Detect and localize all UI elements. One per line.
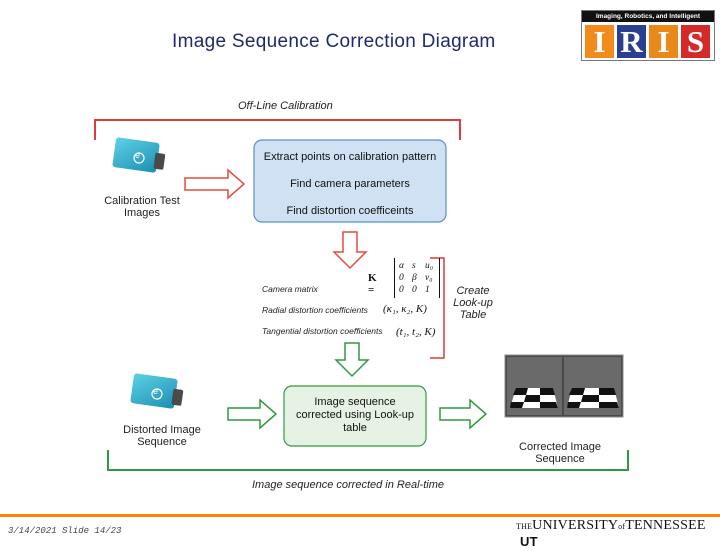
radial-equation: (κ₁, κ₂, K): [383, 303, 427, 315]
logo-letter-i: I: [585, 25, 614, 58]
create-lookup-label: Create Look-up Table: [453, 285, 493, 321]
logo-caption: Imaging, Robotics, and Intelligent Syste…: [582, 11, 714, 31]
checkerboard-left: [510, 388, 558, 408]
ut-tennessee: TENNESSEE: [625, 518, 706, 533]
tangential-equation: (t₁, t₂, K): [396, 326, 436, 338]
distorted-camera-badge: e: [153, 386, 159, 396]
ut-the: THE: [516, 522, 533, 531]
distorted-camera-label: Distorted Image Sequence: [123, 424, 201, 448]
arrow-down-2: [334, 342, 370, 378]
page-title: Image Sequence Correction Diagram: [172, 31, 496, 52]
ut-university: UNIVERSITY: [532, 518, 619, 533]
logo-letter-s: S: [681, 25, 710, 58]
correction-box-text: Image sequence corrected using Look-up t…: [295, 396, 414, 434]
calibration-steps-box-shape: [253, 139, 447, 223]
iris-logo: Imaging, Robotics, and Intelligent Syste…: [581, 10, 715, 61]
step-camera-params: Find camera parameters: [290, 178, 410, 190]
arrow-right-1: [184, 168, 246, 200]
ut-of: of: [618, 522, 626, 531]
corrected-label: Corrected Image Sequence: [519, 441, 601, 465]
offline-label: Off-Line Calibration: [238, 100, 333, 112]
footer-date-slide: 3/14/2021 Slide 14/23: [8, 526, 122, 536]
arrow-right-2: [227, 398, 278, 430]
realtime-label: Image sequence corrected in Real-time: [252, 479, 444, 491]
offline-bracket: [94, 119, 461, 140]
checkerboard-right: [567, 388, 619, 408]
calibration-camera-icon: [112, 137, 166, 173]
ut-mark: UT: [520, 534, 538, 549]
calibration-camera-badge: e: [135, 150, 141, 160]
tangential-coeffs-label: Tangential distortion coefficients: [262, 326, 383, 336]
radial-coeffs-label: Radial distortion coefficients: [262, 305, 368, 315]
corrected-photos: [504, 354, 624, 418]
logo-letter-r: R: [617, 25, 646, 58]
calibration-camera-label: Calibration Test Images: [104, 195, 180, 219]
camera-matrix-label: Camera matrix: [262, 284, 318, 294]
lookup-bracket: [430, 257, 445, 359]
university-logo: THEUNIVERSITYofTENNESSEE UT: [516, 518, 720, 551]
step-extract-points: Extract points on calibration pattern: [263, 151, 437, 163]
arrow-right-3: [439, 398, 488, 430]
realtime-bracket: [107, 450, 629, 471]
logo-letter-i2: I: [649, 25, 678, 58]
arrow-down-1: [332, 231, 368, 270]
footer-bar: [0, 514, 720, 540]
distorted-camera-icon: [130, 373, 184, 409]
step-distortion-coeffs: Find distortion coefficeints: [286, 205, 414, 217]
correction-box-shape: [283, 385, 427, 447]
